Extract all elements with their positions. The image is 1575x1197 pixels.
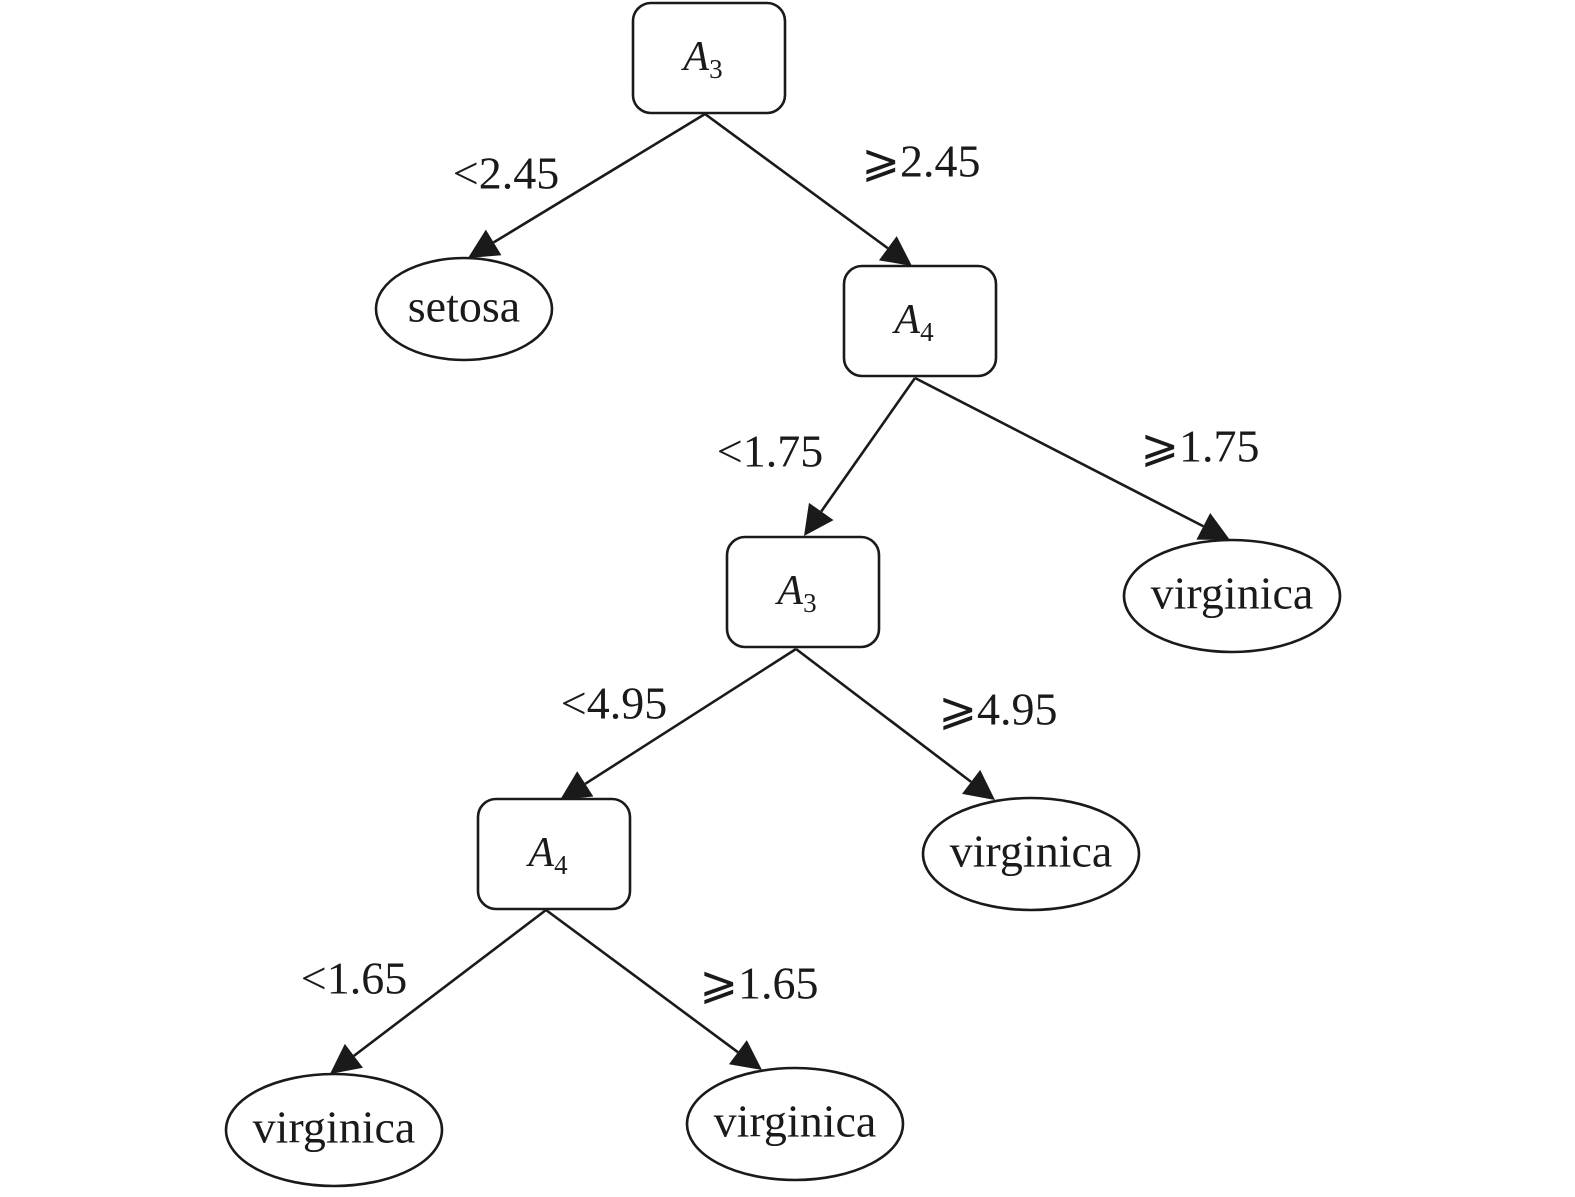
attribute-subscript: 3: [709, 54, 723, 84]
attribute-subscript: 4: [920, 317, 934, 347]
leaf-node-ellipse: [921, 796, 1141, 912]
arrowhead-n1-n2: [468, 229, 502, 258]
arrowhead-n1-n3: [878, 236, 912, 266]
split-node-n6: A4: [476, 797, 632, 911]
leaf-node-label: virginica: [714, 1096, 877, 1147]
edge-label-n4-n6: <4.95: [561, 678, 667, 729]
leaf-node-ellipse: [685, 1066, 905, 1182]
leaf-node-n9: virginica: [685, 1066, 905, 1182]
edge-label-n4-n7: ⩾4.95: [938, 684, 1057, 735]
leaf-node-n2: setosa: [374, 256, 554, 362]
attribute-letter: A: [680, 34, 709, 80]
edge-label-n1-n3: ⩾2.45: [861, 136, 980, 187]
split-node-n4: A3: [725, 535, 881, 649]
arrowhead-n4-n6: [560, 771, 594, 800]
split-node-box: [842, 264, 998, 378]
leaf-node-n8: virginica: [224, 1072, 444, 1188]
split-node-box: [725, 535, 881, 649]
edge-n4-n6: [584, 647, 797, 785]
split-node-n1: A3: [631, 1, 787, 115]
attribute-subscript: 4: [554, 850, 568, 880]
leaf-node-ellipse: [1122, 538, 1342, 654]
edge-n4-n7: [795, 647, 972, 783]
arrowhead-n6-n8: [330, 1043, 363, 1074]
leaf-node-ellipse: [224, 1072, 444, 1188]
edge-n1-n2: [492, 112, 706, 244]
leaf-node-n5: virginica: [1122, 538, 1342, 654]
split-node-n3: A4: [842, 264, 998, 378]
leaf-node-label: virginica: [1151, 568, 1314, 619]
leaf-node-label: virginica: [950, 826, 1113, 877]
split-node-attribute: A4: [525, 830, 568, 881]
leaf-node-ellipse: [374, 256, 554, 362]
edge-label-n3-n5: ⩾1.75: [1140, 421, 1259, 472]
attribute-subscript: 3: [803, 588, 817, 618]
arrowhead-n6-n9: [728, 1040, 762, 1070]
edges-layer: [330, 112, 1230, 1074]
attribute-letter: A: [525, 830, 554, 876]
leaf-node-label: setosa: [408, 281, 520, 332]
arrowhead-n4-n7: [962, 769, 995, 800]
edge-label-n3-n4: <1.75: [717, 426, 823, 477]
edge-n6-n9: [545, 908, 739, 1054]
edge-label-n6-n8: <1.65: [301, 953, 407, 1004]
arrowhead-n3-n4: [804, 502, 834, 536]
leaf-node-n7: virginica: [921, 796, 1141, 912]
split-node-box: [631, 1, 787, 115]
edge-n3-n5: [914, 376, 1204, 528]
edge-label-n1-n2: <2.45: [453, 148, 559, 199]
split-node-box: [476, 797, 632, 911]
edge-n3-n4: [820, 377, 917, 513]
edge-n6-n8: [353, 908, 547, 1057]
split-node-attribute: A4: [891, 297, 934, 348]
arrowhead-n3-n5: [1196, 512, 1230, 540]
edge-labels-layer: <2.45 ⩾2.45 <1.75 ⩾1.75 <4.95 ⩾4.95 <1.65 ⩾1.65: [301, 136, 1260, 1009]
attribute-letter: A: [774, 568, 803, 614]
edge-n1-n3: [704, 112, 889, 250]
edge-label-n6-n9: ⩾1.65: [699, 958, 818, 1009]
split-node-attribute: A3: [774, 568, 816, 619]
split-node-attribute: A3: [680, 34, 722, 85]
leaf-node-label: virginica: [253, 1102, 416, 1153]
attribute-letter: A: [891, 297, 920, 343]
